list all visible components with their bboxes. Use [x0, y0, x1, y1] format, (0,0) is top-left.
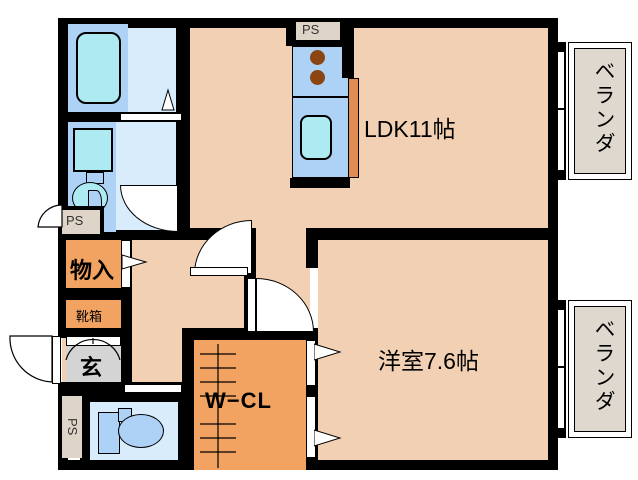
wcl-door-upper[interactable]: [306, 340, 316, 386]
balcony-bottom-jamb-lower: [552, 428, 566, 438]
closet-monoire-label: 物入: [70, 258, 115, 283]
ps-kitchen-label: PS: [302, 22, 320, 37]
balcony-top-slab: [574, 48, 626, 174]
closet-shoebox-label: 靴箱: [76, 309, 103, 324]
kitchen-counter-divider: [292, 96, 354, 98]
wall-washroom-bottom: [58, 230, 190, 240]
balcony-top-door-track[interactable]: [556, 52, 558, 170]
wall-water-right: [176, 18, 190, 240]
balcony-top-door-pane[interactable]: [564, 52, 566, 170]
stove-burner-1-icon: [310, 50, 325, 65]
kitchen-bottom-wall: [290, 178, 350, 188]
wall-right: [548, 18, 558, 470]
closet-shoebox: [66, 300, 121, 328]
ps-hall-box: [62, 210, 100, 234]
wcl-door-lower[interactable]: [306, 396, 316, 458]
room-bedroom-label: 洋室7.6帖: [378, 348, 479, 374]
wcl-door-lower-pointer-icon: [314, 429, 342, 447]
balcony-bottom-door-pane[interactable]: [564, 310, 566, 428]
wall-wcl-left: [182, 328, 194, 470]
room-genkan-label: 玄: [80, 355, 103, 380]
toilet-bowl: [118, 414, 164, 448]
bedroom-door-leaf[interactable]: [247, 278, 256, 332]
wall-bedroom-top-step: [306, 228, 550, 240]
kitchen-side-counter: [348, 78, 359, 178]
balcony-bottom-door-track[interactable]: [556, 310, 558, 428]
wall-closet-divider: [58, 288, 132, 300]
wall-toilet-top: [58, 392, 190, 402]
wcl-door-upper-pointer-icon: [314, 343, 342, 361]
balcony-bottom-jamb-upper: [552, 300, 566, 310]
shower-fixture-icon: [161, 88, 175, 111]
kitchen-right-wall-upper: [342, 46, 354, 78]
bathtub: [76, 32, 121, 104]
wall-left-mid: [58, 238, 68, 333]
stove-burner-2-icon: [310, 70, 325, 85]
room-ldk-label: LDK11帖: [364, 116, 456, 142]
balcony-top-door-handle[interactable]: [552, 108, 566, 110]
balcony-top-label: ベランダ: [592, 60, 615, 156]
balcony-bottom-label: ベランダ: [592, 318, 615, 414]
wall-genkan-right: [120, 330, 132, 388]
wall-bedroom-left-notch: [306, 228, 318, 268]
closet-monoire: [66, 240, 121, 288]
toilet-door[interactable]: [124, 384, 182, 393]
room-ldk-fill: [190, 18, 558, 238]
wall-toilet-left-inner: [80, 392, 90, 470]
washbasin-mirror: [73, 128, 113, 172]
ldk-door-leaf[interactable]: [190, 267, 248, 276]
genkan-inner-door-arc[interactable]: [64, 338, 122, 362]
balcony-bottom-slab: [574, 306, 626, 432]
room-bedroom-fill: [318, 238, 558, 468]
wall-shoebox-bottom: [58, 328, 132, 338]
ps-toilet-box: [62, 396, 82, 458]
kitchen-sink: [300, 115, 332, 160]
balcony-top-jamb-upper: [552, 42, 566, 52]
entrance-door-arc[interactable]: [4, 334, 54, 386]
balcony-top-jamb-lower: [552, 170, 566, 180]
monoire-door-pointer-icon: [122, 254, 148, 270]
room-wcl-label: W−CL: [205, 388, 272, 413]
ps-toilet-label: PS: [65, 418, 80, 436]
toilet-tank: [98, 412, 120, 454]
ps-hall-door-arc[interactable]: [34, 203, 64, 229]
bathroom-door[interactable]: [120, 113, 182, 121]
ps-kitchen-box: [296, 22, 340, 40]
room-wcl: [194, 340, 306, 470]
wcl-hanger-rod-icon: [200, 344, 236, 468]
balcony-bottom-door-handle[interactable]: [552, 366, 566, 368]
ps-hall-label: PS: [66, 213, 84, 228]
